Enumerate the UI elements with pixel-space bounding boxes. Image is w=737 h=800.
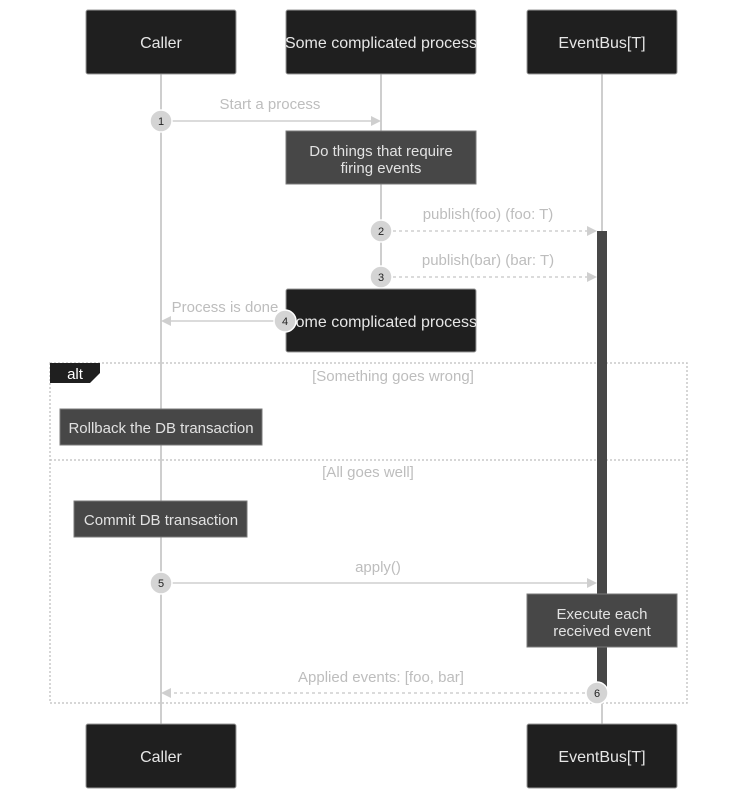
message-3-label: publish(bar) (bar: T) (422, 252, 554, 269)
actor-eventbus-bottom (526, 723, 678, 789)
note-rollback-text: Rollback the DB transaction (68, 420, 253, 437)
actor-process-end-label: Some complicated process (285, 314, 477, 331)
message-6-number: 6 (594, 688, 600, 700)
message-2-arrowhead (587, 226, 597, 236)
alt-frame (49, 362, 688, 704)
message-2-number-badge (369, 219, 393, 243)
message-2-label: publish(foo) (foo: T) (423, 206, 554, 223)
message-1-number-badge (149, 109, 173, 133)
eventbus-activation-bar (597, 231, 607, 693)
alt-condition-well: [All goes well] (322, 464, 414, 481)
actor-process-top-label: Some complicated process (285, 35, 477, 52)
message-4-number-badge (273, 309, 297, 333)
message-5-number-badge (149, 571, 173, 595)
message-3-number: 3 (378, 272, 384, 284)
message-3-arrowhead (587, 272, 597, 282)
actor-caller-bottom-label: Caller (140, 749, 182, 766)
note-fire-events-line2: firing events (341, 160, 422, 177)
message-3-number-badge (369, 265, 393, 289)
message-2-number: 2 (378, 226, 384, 238)
actor-caller-top (85, 9, 237, 75)
note-fire-events-line1: Do things that require (309, 143, 452, 160)
alt-frame-tab (50, 363, 100, 383)
note-execute-events (526, 593, 678, 648)
actor-caller-bottom (85, 723, 237, 789)
actor-eventbus-top (526, 9, 678, 75)
message-5-number: 5 (158, 578, 164, 590)
message-4-number: 4 (282, 316, 288, 328)
actor-eventbus-bottom-label: EventBus[T] (558, 749, 645, 766)
message-1-arrowhead (371, 116, 381, 126)
message-1-label: Start a process (220, 96, 321, 113)
alt-frame-label: alt (67, 366, 84, 383)
note-commit-text: Commit DB transaction (84, 512, 238, 529)
message-5-label: apply() (355, 559, 401, 576)
actor-process-top (285, 9, 477, 75)
message-5-arrowhead (587, 578, 597, 588)
message-1-number: 1 (158, 116, 164, 128)
note-execute-events-line2: received event (553, 623, 651, 640)
message-6-label: Applied events: [foo, bar] (298, 669, 464, 686)
alt-condition-wrong: [Something goes wrong] (312, 368, 474, 385)
message-6-number-badge (585, 681, 609, 705)
note-commit (73, 500, 248, 538)
note-rollback (59, 408, 263, 446)
message-6-arrowhead (161, 688, 171, 698)
note-fire-events (285, 130, 477, 185)
note-execute-events-line1: Execute each (557, 606, 648, 623)
message-4-arrowhead (161, 316, 171, 326)
actor-eventbus-top-label: EventBus[T] (558, 35, 645, 52)
message-4-label: Process is done (172, 299, 279, 316)
actor-caller-top-label: Caller (140, 35, 182, 52)
